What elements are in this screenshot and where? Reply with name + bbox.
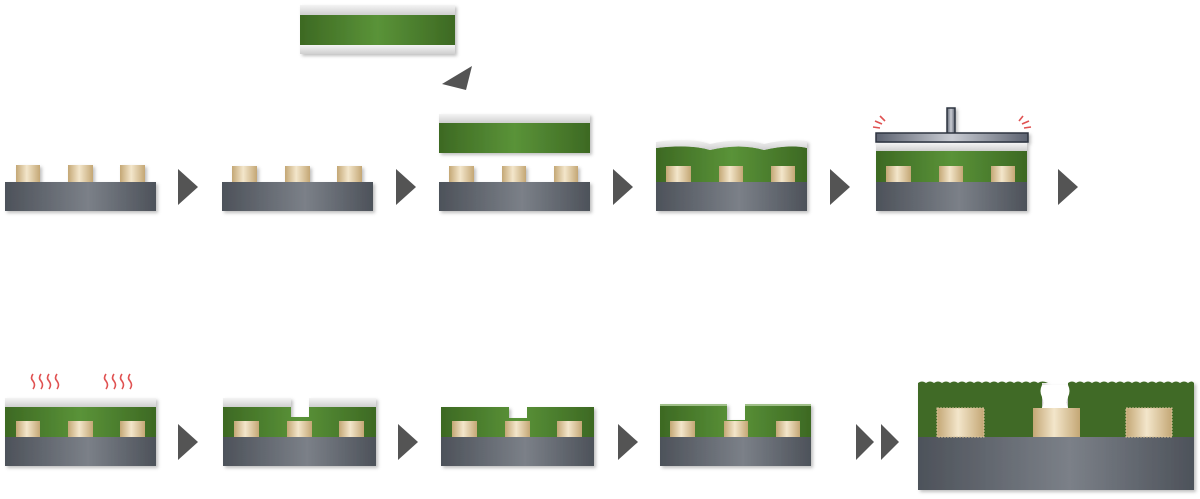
- step-6-heat-cure: [5, 373, 156, 466]
- arrow-right-icon: [398, 424, 418, 460]
- arrow-right-icon: [178, 169, 198, 205]
- pad: [670, 421, 695, 437]
- dielectric-film: [656, 146, 807, 182]
- substrate: [660, 437, 811, 466]
- pad: [554, 166, 578, 182]
- pad: [337, 166, 362, 182]
- release-film: [656, 139, 807, 150]
- heat-wave-icon: [103, 373, 133, 390]
- pad: [232, 166, 257, 182]
- film-sheet-top: [300, 5, 455, 54]
- release-film: [309, 398, 376, 407]
- arrow-right-icon: [618, 424, 638, 460]
- arrow-right-icon: [613, 169, 633, 205]
- substrate: [656, 182, 807, 211]
- pad: [719, 166, 743, 182]
- step-2-pads-on-substrate: [222, 166, 373, 211]
- step-7-film-opening: [223, 398, 376, 466]
- step-5-press: [872, 107, 1032, 211]
- heat-wave-icon: [30, 373, 60, 390]
- pad: [16, 421, 40, 437]
- pad: [1033, 408, 1080, 437]
- step-1-pads-on-substrate: [5, 165, 156, 211]
- release-film: [876, 143, 1027, 151]
- pad: [939, 166, 963, 182]
- via-opening: [1040, 385, 1070, 408]
- arrow-right-icon: [396, 169, 416, 205]
- arrow-down-left-icon: [442, 66, 472, 90]
- release-film: [5, 398, 156, 407]
- pad: [557, 421, 582, 437]
- release-film: [439, 114, 590, 123]
- substrate: [918, 437, 1194, 490]
- pressure-marks-left: [872, 115, 886, 129]
- pad: [68, 165, 93, 182]
- substrate: [5, 182, 156, 211]
- pad: [68, 421, 93, 437]
- press-plate: [875, 132, 1029, 143]
- step-8-film-removed: [441, 407, 594, 466]
- substrate: [876, 182, 1027, 211]
- release-film: [300, 5, 455, 15]
- step-9-surface-treated: [660, 404, 811, 466]
- arrow-right-icon: [1058, 169, 1078, 205]
- pad: [502, 166, 526, 182]
- pad: [449, 166, 474, 182]
- release-film: [223, 398, 291, 407]
- film-sheet-lower: [439, 114, 590, 153]
- dielectric-film: [300, 15, 455, 45]
- arrow-right-icon: [178, 424, 198, 460]
- step-3-film-placement: [300, 5, 590, 211]
- pad: [936, 407, 985, 438]
- pad: [776, 421, 800, 437]
- pad: [771, 166, 795, 182]
- dielectric-film: [439, 123, 590, 153]
- pad: [120, 421, 145, 437]
- substrate: [439, 182, 590, 211]
- press-stem: [946, 107, 956, 135]
- pad: [666, 166, 691, 182]
- pad: [1125, 407, 1173, 438]
- release-film: [300, 45, 455, 54]
- substrate: [5, 437, 156, 466]
- pad: [991, 166, 1015, 182]
- pad: [285, 166, 310, 182]
- substrate: [441, 437, 594, 466]
- pad: [886, 166, 911, 182]
- press-tool: [875, 107, 1029, 143]
- pad: [120, 165, 145, 182]
- pad: [505, 421, 530, 437]
- step-4-lamination: [656, 139, 807, 211]
- pad: [16, 165, 40, 182]
- pad: [724, 421, 748, 437]
- substrate: [222, 182, 373, 211]
- substrate: [223, 437, 376, 466]
- zoom-arrow-icon: [856, 424, 899, 460]
- pad: [234, 421, 259, 437]
- arrow-right-icon: [830, 169, 850, 205]
- pad: [339, 421, 364, 437]
- pressure-marks-right: [1018, 115, 1032, 129]
- pad: [452, 421, 477, 437]
- step-10-detail-view: [918, 381, 1194, 490]
- pad: [287, 421, 312, 437]
